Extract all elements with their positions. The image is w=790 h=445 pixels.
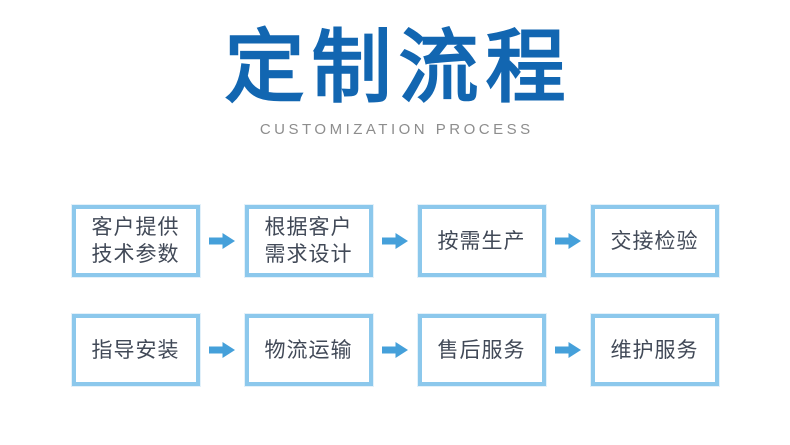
step-box-customer-parameters: 客户提供 技术参数 [71,205,200,277]
arrow-cell [373,341,418,359]
step-label: 售后服务 [437,338,526,362]
step-box-installation-guidance: 指导安装 [71,314,200,386]
step-label: 物流运输 [264,338,353,362]
step-label: 根据客户 需求设计 [264,216,353,266]
arrow-cell [373,232,418,250]
process-flow-diagram: 客户提供 技术参数 根据客户 需求设计 按需生产 [0,205,790,386]
page-title: 定制流程 [224,23,573,112]
flow-row-top: 客户提供 技术参数 根据客户 需求设计 按需生产 [0,205,790,277]
arrow-right-icon [382,342,408,358]
step-box-maintenance-service: 维护服务 [590,314,719,386]
step-label: 指导安装 [91,338,180,362]
step-label: 交接检验 [610,229,699,253]
arrow-cell [546,341,591,359]
arrow-cell [200,232,245,250]
page-subtitle: CUSTOMIZATION PROCESS [259,121,534,138]
step-label: 客户提供 技术参数 [91,216,180,266]
arrow-right-icon [209,342,235,358]
step-box-production-on-demand: 按需生产 [417,205,546,277]
step-box-design-by-needs: 根据客户 需求设计 [244,205,373,277]
step-box-handover-inspection: 交接检验 [590,205,719,277]
header: 定制流程 CUSTOMIZATION PROCESS [0,24,790,140]
arrow-right-icon [555,233,581,249]
step-box-logistics-transport: 物流运输 [244,314,373,386]
arrow-cell [200,341,245,359]
step-label: 按需生产 [437,229,526,253]
step-box-after-sales-service: 售后服务 [417,314,546,386]
step-label: 维护服务 [610,338,699,362]
arrow-right-icon [209,233,235,249]
arrow-right-icon [555,342,581,358]
flow-row-bottom: 指导安装 物流运输 售后服务 [0,314,790,386]
arrow-cell [546,232,591,250]
arrow-right-icon [382,233,408,249]
